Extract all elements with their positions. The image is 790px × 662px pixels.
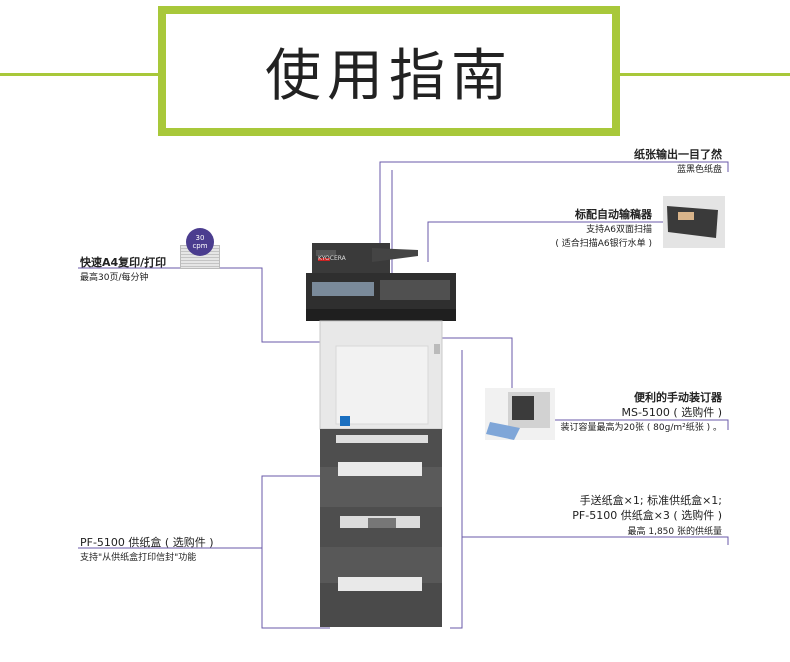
- stapler-title: 便利的手动装订器: [634, 391, 722, 404]
- speed-desc: 最高30页/每分钟: [80, 273, 149, 283]
- page-title: 使用指南: [265, 43, 513, 109]
- leader-trays-2: [462, 536, 729, 545]
- adf-desc-2: ( 适合扫描A6银行水单 ): [555, 239, 652, 249]
- printer-body: [319, 320, 443, 430]
- stapler-desc: 装订容量最高为20张 ( 80g/m²纸张 ) 。: [560, 423, 723, 433]
- leader-adf: [427, 221, 663, 262]
- cpm-badge-icon: 30 cpm: [186, 228, 214, 256]
- trays-line-1: 手送纸盒×1; 标准供纸盒×1;: [579, 494, 722, 507]
- adf-desc-1: 支持A6双面扫描: [586, 225, 652, 235]
- pf5100-desc: 支持"从供纸盒打印信封"功能: [80, 553, 197, 563]
- trays-line-2: PF-5100 供纸盒×3 ( 选购件 ): [572, 509, 722, 522]
- printer-brand-logo: KYOCERA: [318, 255, 346, 262]
- title-line-left: [0, 73, 160, 76]
- stapler-model: MS-5100 ( 选购件 ): [621, 406, 722, 419]
- leader-trays: [450, 350, 463, 629]
- output-title: 纸张输出一目了然: [634, 148, 722, 161]
- adf-title: 标配自动输稿器: [575, 208, 652, 221]
- badge-number: 30: [195, 234, 205, 242]
- title-banner: 使用指南: [158, 6, 620, 136]
- leader-speed: [78, 267, 320, 343]
- leader-pf5100-2: [261, 548, 330, 629]
- paper-trays: [320, 429, 442, 627]
- pf5100-title: PF-5100 供纸盒 ( 选购件 ): [80, 536, 214, 549]
- scanner-unit: [306, 243, 456, 321]
- leader-output: [379, 161, 729, 320]
- adf-inset: [663, 196, 725, 248]
- badge-unit: cpm: [192, 242, 208, 250]
- output-desc: 蓝黑色纸盘: [676, 165, 722, 175]
- speed-title: 快速A4复印/打印: [80, 256, 167, 269]
- leader-pf5100: [78, 475, 330, 549]
- trays-line-3: 最高 1,850 张的供纸量: [627, 527, 723, 537]
- title-line-right: [618, 73, 790, 76]
- stapler-inset: [485, 388, 555, 440]
